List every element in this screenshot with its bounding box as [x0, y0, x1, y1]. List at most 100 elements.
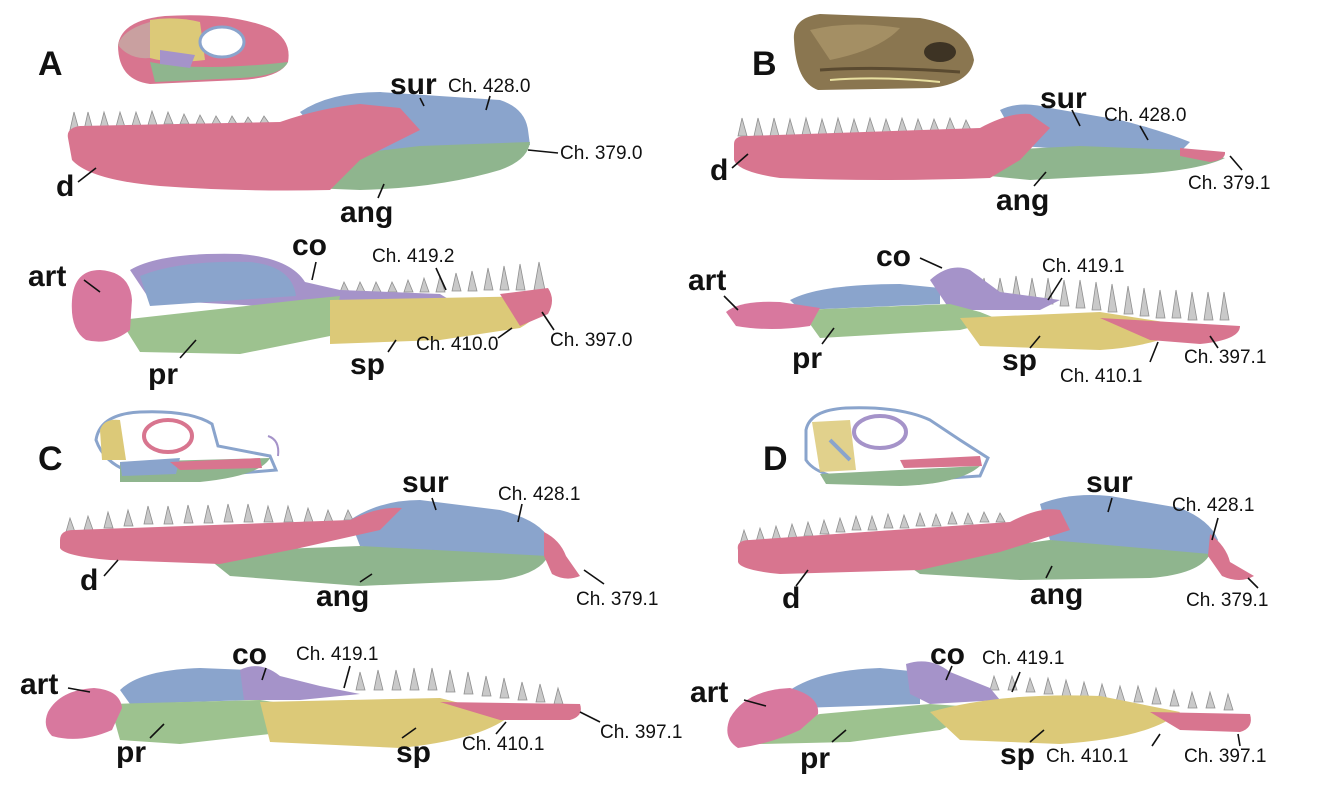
- prearticular-bone: [800, 304, 1000, 338]
- leader-line: [731, 153, 749, 169]
- leader-line: [1209, 335, 1219, 349]
- coronoid-bone: [906, 661, 1000, 704]
- surangular-bone: [140, 261, 296, 306]
- char-label-379: Ch. 379.1: [1186, 590, 1268, 611]
- leader-line: [821, 327, 835, 345]
- leader-line: [1237, 733, 1241, 747]
- leader-line: [743, 699, 767, 707]
- char-label-419: Ch. 419.1: [296, 644, 378, 665]
- skull-thumbnail-a: [118, 15, 289, 85]
- leader-line: [485, 95, 491, 111]
- splenial-bone: [330, 296, 542, 344]
- panel-b: B sur Ch. 428.0: [688, 14, 1270, 387]
- articular-bone: [726, 301, 820, 329]
- panel-letter-c: C: [38, 440, 63, 478]
- leader-line: [583, 569, 605, 585]
- bone-label-d: d: [80, 564, 98, 597]
- angular-bone: [200, 546, 548, 586]
- char-label-410: Ch. 410.1: [1060, 366, 1142, 387]
- coronoid-bone: [240, 666, 360, 700]
- teeth-row: [737, 116, 972, 137]
- leader-line: [359, 573, 373, 583]
- articular-bone: [45, 688, 122, 739]
- char-label-428: Ch. 428.0: [448, 76, 530, 97]
- jaw-medial-c: [45, 666, 581, 748]
- dentary-tip: [1208, 534, 1254, 580]
- coronoid-bone: [930, 267, 1060, 310]
- leader-line: [419, 97, 425, 107]
- panel-a: A sur Ch. 428.0: [28, 15, 642, 391]
- leader-line: [495, 721, 507, 735]
- prearticular-bone: [740, 704, 990, 744]
- leader-line: [149, 723, 165, 739]
- leader-line: [723, 295, 739, 311]
- skull-thumbnail-c: [94, 410, 280, 482]
- skull-thumbnail-d: [804, 406, 990, 486]
- char-label-397: Ch. 397.1: [1184, 347, 1266, 368]
- leader-line: [541, 311, 555, 331]
- leader-line: [497, 327, 513, 339]
- jaw-lateral-a: [67, 92, 530, 191]
- panel-letter-b: B: [752, 45, 777, 83]
- dentary-bone: [1100, 318, 1240, 344]
- leader-line: [1029, 729, 1045, 743]
- char-label-397: Ch. 397.0: [550, 330, 632, 351]
- fossil-skull-thumbnail-b: [793, 14, 974, 90]
- leader-line: [1149, 341, 1159, 363]
- bone-label-co: co: [930, 638, 965, 671]
- leader-line: [343, 665, 351, 689]
- leader-line: [77, 167, 97, 183]
- dentary-bone: [500, 288, 552, 326]
- bone-label-ang: ang: [316, 580, 369, 613]
- panel-letter-d: D: [763, 440, 788, 478]
- bone-label-art: art: [28, 260, 66, 293]
- surangular-bone: [1000, 104, 1190, 152]
- leader-line: [1151, 733, 1161, 747]
- leader-line: [1139, 125, 1149, 141]
- prearticular-bone: [110, 700, 300, 744]
- leader-line: [1211, 517, 1219, 541]
- leader-line: [1071, 109, 1081, 127]
- leader-line: [401, 727, 417, 739]
- leader-line: [1045, 565, 1053, 579]
- char-label-428: Ch. 428.1: [498, 484, 580, 505]
- bone-label-co: co: [876, 240, 911, 273]
- bone-label-art: art: [690, 676, 728, 709]
- leader-line: [387, 339, 397, 353]
- leader-line: [579, 711, 601, 723]
- leader-line: [945, 665, 953, 681]
- leader-line: [831, 729, 847, 743]
- splenial-bone: [260, 698, 510, 748]
- leader-line: [1229, 155, 1243, 171]
- leader-line: [1029, 335, 1041, 349]
- leader-line: [83, 279, 101, 293]
- dentary-bone: [60, 507, 402, 564]
- leader-line: [1011, 671, 1021, 693]
- leader-line: [179, 339, 197, 359]
- leader-line: [435, 267, 447, 291]
- jaw-lateral-d: [737, 495, 1254, 580]
- char-label-419: Ch. 419.1: [982, 648, 1064, 669]
- bone-label-sp: sp: [350, 348, 385, 381]
- articular-bone: [71, 270, 132, 342]
- char-label-379: Ch. 379.0: [560, 143, 642, 164]
- prearticular-bone: [120, 296, 340, 354]
- teeth-row: [69, 109, 270, 131]
- leader-line: [527, 149, 559, 154]
- angular-bone: [990, 146, 1225, 180]
- jaw-lateral-c: [60, 500, 580, 586]
- char-label-410: Ch. 410.1: [1046, 746, 1128, 767]
- panel-d: D sur: [690, 406, 1268, 775]
- bone-label-ang: ang: [340, 196, 393, 229]
- bone-label-co: co: [292, 229, 327, 262]
- surangular-bone: [790, 284, 940, 310]
- bone-label-ang: ang: [996, 184, 1049, 217]
- leader-line: [1033, 171, 1047, 187]
- teeth-row: [979, 275, 1230, 321]
- jaw-medial-d: [727, 661, 1251, 748]
- char-label-379: Ch. 379.1: [1188, 173, 1270, 194]
- bone-label-pr: pr: [792, 342, 822, 375]
- bone-label-pr: pr: [800, 742, 830, 775]
- leader-line: [1107, 497, 1113, 513]
